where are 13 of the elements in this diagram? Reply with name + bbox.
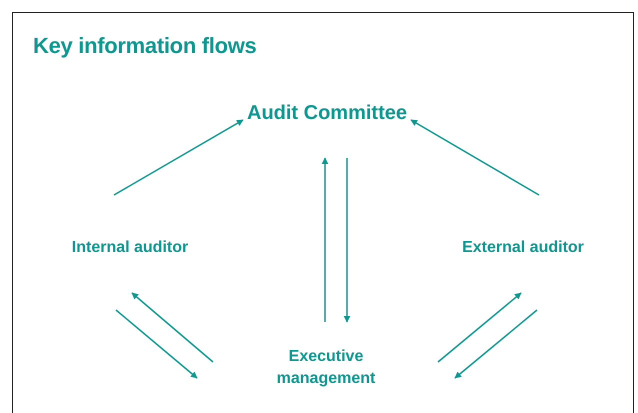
- arrow: [410, 119, 540, 196]
- arrow: [116, 309, 198, 379]
- node-label: Executive management: [256, 346, 396, 390]
- arrow: [131, 292, 214, 363]
- arrow: [454, 309, 538, 379]
- node-label: External auditor: [438, 237, 608, 259]
- title: Key information flows: [33, 33, 256, 59]
- arrow: [438, 292, 522, 363]
- arrow: [114, 119, 244, 196]
- node-label: Audit Committee: [244, 102, 410, 124]
- arrow: [344, 158, 350, 323]
- arrow: [322, 157, 328, 322]
- node-label: Internal auditor: [45, 237, 215, 259]
